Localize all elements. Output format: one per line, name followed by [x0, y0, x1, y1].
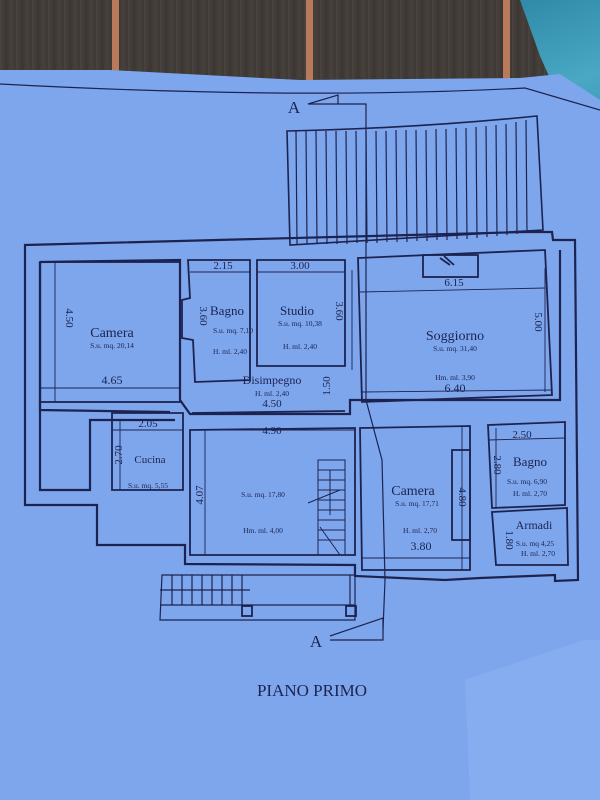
dim-disimpegno-w: 4.50: [262, 398, 282, 410]
section-marker-bottom: A: [310, 632, 323, 651]
terrace: [286, 115, 544, 246]
interior-walls: [39, 249, 569, 571]
room-height-studio: H. ml. 2,40: [283, 342, 317, 351]
room-height-disimpegno: H. ml. 2,40: [255, 389, 289, 398]
room-area-central: S.u. mq. 17,80: [241, 490, 285, 499]
camera2-labels: Camera S.u. mq. 17,71 H. ml. 2,70 3.80 4…: [391, 484, 468, 553]
drawing-title: PIANO PRIMO: [257, 681, 367, 700]
dim-central-h: 4.07: [194, 485, 206, 505]
section-marker-top: A: [288, 98, 301, 117]
room-area-cucina: S.u. mq. 5,55: [128, 481, 168, 490]
wood-plank-gap: [306, 0, 313, 85]
room-height-armadi: H. ml. 2,70: [521, 549, 555, 558]
room-height-soggiorno: Hm. ml. 3,90: [435, 373, 475, 382]
room-area-camera2: S.u. mq. 17,71: [395, 499, 439, 508]
wood-plank-gap: [503, 0, 510, 85]
dim-disimpegno-h: 1.50: [321, 376, 333, 396]
room-name-camera1: Camera: [90, 326, 134, 341]
dim-armadi-h: 1.80: [503, 530, 515, 550]
armadi-labels: Armadi S.u. mq 4,25 H. ml. 2,70 1.80: [503, 518, 555, 558]
room-name-armadi: Armadi: [516, 518, 553, 532]
staircase: [307, 459, 346, 556]
cucina-labels: Cucina S.u. mq. 5,55 2.05 2.70: [113, 418, 168, 490]
room-name-bagno1: Bagno: [210, 303, 244, 318]
central-room-labels: S.u. mq. 17,80 Hm. ml. 4,00 4.90 4.07: [194, 425, 285, 535]
studio-labels: Studio S.u. mq. 10,38 H. ml. 2,40 3.00 3…: [278, 260, 345, 351]
bagno1-labels: Bagno S.u. mq. 7,10 H. ml. 2,40 2.15 3.6…: [197, 260, 253, 356]
room-area-bagno2: S.u. mq. 6,90: [507, 477, 547, 486]
room-height-camera2: H. ml. 2,70: [403, 526, 437, 535]
dim-cucina-h: 2.70: [113, 445, 125, 465]
dim-camera1-w: 4.65: [102, 373, 123, 387]
outer-walls: [23, 230, 580, 583]
soggiorno-labels: Soggiorno S.u. mq. 31,40 Hm. ml. 3,90 6.…: [426, 277, 544, 395]
dim-soggiorno-top: 6.15: [444, 277, 464, 289]
room-height-central: Hm. ml. 4,00: [243, 526, 283, 535]
room-name-cucina: Cucina: [134, 454, 165, 466]
room-area-camera1: S.u. mq. 20,14: [90, 341, 134, 350]
dim-soggiorno-h: 5.00: [532, 312, 544, 332]
dim-soggiorno-bottom: 6.40: [445, 381, 466, 395]
section-line-a: [307, 94, 386, 641]
room-name-studio: Studio: [280, 303, 314, 318]
dim-cucina-w: 2.05: [138, 418, 158, 430]
dim-bagno2-w: 2.50: [512, 429, 532, 441]
room-area-studio: S.u. mq. 10,38: [278, 319, 322, 328]
bagno2-labels: Bagno S.u. mq. 6,90 H. ml. 2,70 2.50 2.8…: [491, 429, 547, 498]
frame-line: [0, 83, 600, 111]
dim-camera2-h: 4.80: [456, 487, 468, 507]
room-name-disimpegno: Disimpegno: [243, 373, 302, 387]
dim-studio-h: 3.60: [333, 301, 345, 321]
disimpegno-labels: Disimpegno H. ml. 2,40 4.50 1.50: [243, 373, 333, 410]
room-name-bagno2: Bagno: [513, 454, 547, 469]
room-area-soggiorno: S.u. mq. 31,40: [433, 344, 477, 353]
room-height-bagno2: H. ml. 2,70: [513, 489, 547, 498]
camera1-labels: Camera S.u. mq. 20,14 4.50 4.65: [63, 308, 135, 387]
dim-bagno1-w: 2.15: [213, 260, 233, 272]
dim-studio-w: 3.00: [290, 260, 310, 272]
dim-bagno2-h: 2.80: [491, 455, 503, 475]
dim-central-w: 4.90: [262, 425, 282, 437]
external-stairs: [159, 574, 357, 621]
wood-plank-gap: [112, 0, 119, 85]
room-area-armadi: S.u. mq 4,25: [516, 539, 554, 548]
room-name-soggiorno: Soggiorno: [426, 329, 484, 344]
dim-camera2-w: 3.80: [411, 539, 432, 553]
dimension-lines: [40, 262, 566, 570]
room-area-bagno1: S.u. mq. 7,10: [213, 326, 253, 335]
room-name-camera2: Camera: [391, 484, 435, 499]
room-height-bagno1: H. ml. 2,40: [213, 347, 247, 356]
dim-bagno1-h: 3.60: [197, 306, 209, 326]
dim-camera1-h: 4.50: [63, 308, 75, 328]
